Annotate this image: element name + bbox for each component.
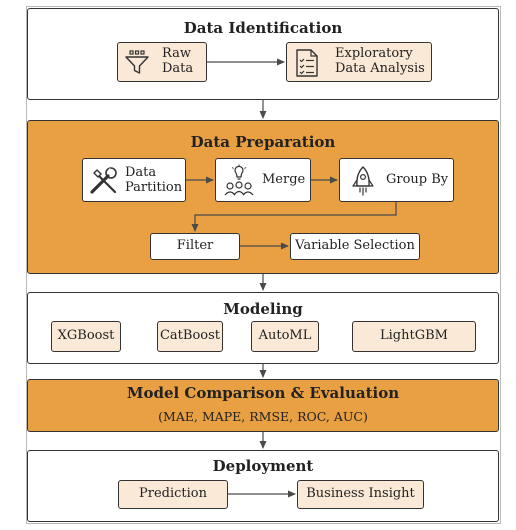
variable-selection-label: Variable Selection bbox=[295, 238, 415, 254]
model-box-xgboost: XGBoost bbox=[51, 321, 121, 352]
model-label: AutoML bbox=[258, 328, 312, 344]
business-insight-box: Business Insight bbox=[297, 480, 424, 509]
group-by-label: Group By bbox=[386, 172, 449, 187]
raw-data-box: Raw Data bbox=[117, 42, 207, 82]
checklist-icon bbox=[296, 49, 318, 77]
group-by-box: Group By bbox=[339, 158, 454, 202]
panel-title-identification: Data Identification bbox=[183, 19, 343, 37]
model-box-catboost: CatBoost bbox=[157, 321, 223, 352]
eda-label: Exploratory Data Analysis bbox=[335, 46, 425, 76]
eda-box: Exploratory Data Analysis bbox=[286, 42, 432, 82]
data-partition-label: Data Partition bbox=[125, 165, 183, 195]
business-insight-label: Business Insight bbox=[306, 486, 415, 502]
panel-title-modeling: Modeling bbox=[223, 300, 303, 318]
funnel-icon bbox=[125, 50, 149, 74]
merge-label: Merge bbox=[262, 172, 306, 187]
team-idea-icon bbox=[224, 164, 254, 196]
variable-selection-box: Variable Selection bbox=[290, 233, 420, 260]
filter-box: Filter bbox=[150, 233, 240, 260]
model-label: LightGBM bbox=[380, 328, 448, 344]
panel-deployment: Deployment bbox=[27, 450, 499, 522]
prediction-label: Prediction bbox=[139, 486, 207, 502]
model-box-automl: AutoML bbox=[251, 321, 319, 352]
raw-data-label: Raw Data bbox=[162, 46, 194, 76]
rocket-icon bbox=[352, 166, 374, 196]
metrics-list: (MAE, MAPE, RMSE, ROC, AUC) bbox=[158, 409, 368, 424]
merge-box: Merge bbox=[215, 158, 311, 202]
panel-title-comparison: Model Comparison & Evaluation bbox=[126, 384, 400, 402]
panel-title-preparation: Data Preparation bbox=[190, 133, 336, 151]
filter-label: Filter bbox=[176, 238, 214, 254]
model-box-lightgbm: LightGBM bbox=[352, 321, 476, 352]
wrench-screwdriver-icon bbox=[90, 167, 117, 194]
panel-model-comparison: Model Comparison & Evaluation (MAE, MAPE… bbox=[27, 379, 499, 432]
data-partition-box: Data Partition bbox=[82, 158, 186, 202]
panel-title-deployment: Deployment bbox=[212, 457, 314, 475]
model-label: XGBoost bbox=[57, 328, 115, 344]
model-label: CatBoost bbox=[159, 328, 221, 344]
prediction-box: Prediction bbox=[118, 480, 228, 509]
